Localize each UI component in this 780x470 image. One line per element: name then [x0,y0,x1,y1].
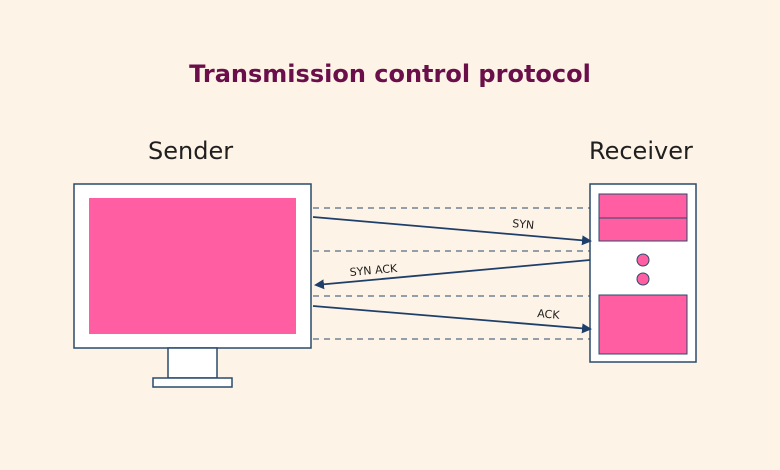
indicator-light [636,253,650,267]
monitor-base [152,377,233,388]
ack-arrow [312,305,592,334]
monitor-screen [89,198,296,334]
syn-ack-arrow [314,259,591,290]
drive-bay-top [598,193,688,219]
ack-label: ACK [537,307,561,322]
timeline-guides [313,207,590,340]
syn-arrow [312,216,592,246]
syn-ack-label: SYN ACK [349,262,398,279]
lower-panel [598,294,688,355]
diagram-title: Transmission control protocol [189,60,591,88]
drive-bay-bottom [598,217,688,242]
receiver-label: Receiver [589,137,693,165]
indicator-light [636,272,650,286]
monitor-icon [73,183,312,388]
server-tower-icon [589,183,697,363]
monitor-neck [167,347,218,379]
syn-label: SYN [512,217,535,232]
sender-label: Sender [148,137,234,165]
